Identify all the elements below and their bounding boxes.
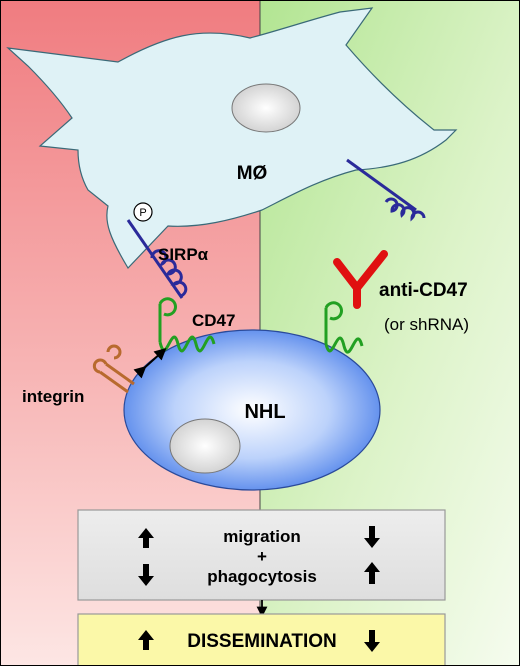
arrow-down-icon — [364, 526, 380, 548]
nhl-nucleus — [169, 418, 241, 474]
arrow-down-icon — [364, 630, 380, 652]
phospho-marker: P — [133, 202, 153, 222]
nhl-label: NHL — [244, 401, 285, 423]
svg-text:P: P — [139, 207, 146, 219]
outcome-line-1: migration — [223, 527, 300, 546]
result-label: DISSEMINATION — [187, 631, 337, 652]
integrin-label: integrin — [22, 387, 84, 406]
integrin — [92, 344, 135, 394]
outcome-box — [77, 509, 446, 601]
arrow-up-icon — [138, 528, 154, 548]
antibody-note: (or shRNA) — [384, 315, 469, 334]
sirpa-label: SIRPα — [158, 245, 209, 264]
macrophage-cell — [6, 7, 458, 269]
arrow-up-icon — [364, 562, 380, 584]
arrow-up-icon — [138, 630, 154, 650]
cd47-receptor-left — [158, 297, 216, 353]
cd47-label: CD47 — [192, 311, 235, 330]
sirpa-receptor-right — [346, 158, 426, 222]
macrophage-label: MØ — [237, 163, 268, 184]
outcome-plus: + — [257, 547, 267, 566]
macrophage-nucleus — [231, 83, 301, 133]
interaction-arrow — [133, 347, 167, 379]
cd47-receptor-right — [324, 301, 364, 354]
outcome-line-2: phagocytosis — [207, 567, 317, 586]
arrow-down-icon — [138, 564, 154, 586]
antibody-label: anti-CD47 — [379, 280, 468, 301]
sirpa-receptor-left — [126, 219, 188, 299]
anti-cd47-antibody — [333, 250, 388, 309]
